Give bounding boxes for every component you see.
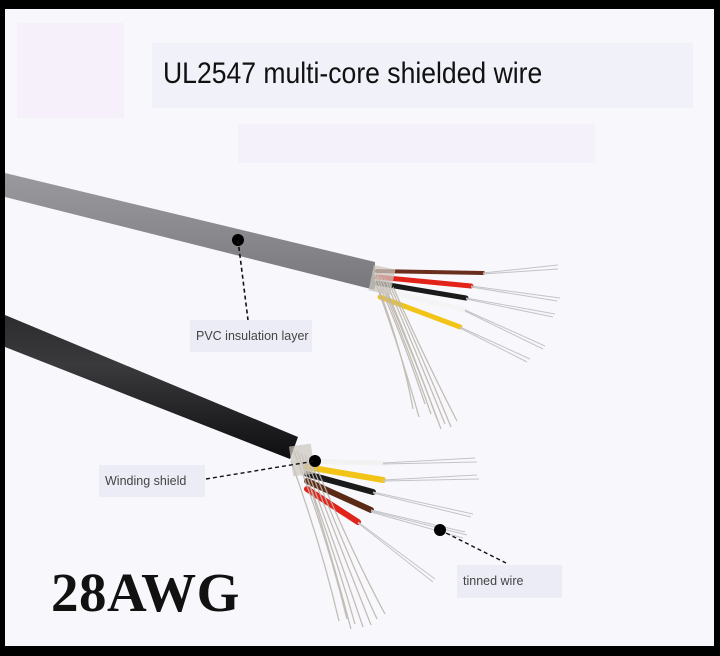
cable-illustration <box>5 173 561 630</box>
product-title: UL2547 multi-core shielded wire <box>163 57 543 90</box>
shield-callout-pointer <box>205 455 321 480</box>
tinned-callout-pointer <box>434 524 507 564</box>
black-cable <box>5 315 480 630</box>
title-banner: UL2547 multi-core shielded wire <box>152 43 693 108</box>
winding-shield-label: Winding shield <box>99 465 205 497</box>
pvc-insulation-label: PVC insulation layer <box>190 320 312 352</box>
pvc-callout-pointer <box>232 234 249 321</box>
erased-subtitle-patch <box>238 124 595 163</box>
wire-gauge-label: 28AWG <box>51 562 240 623</box>
erased-logo-patch <box>17 23 124 118</box>
tinned-wire-label: tinned wire <box>457 565 562 598</box>
gray-cable <box>5 173 561 430</box>
product-image-frame: UL2547 multi-core shielded wire <box>5 9 714 646</box>
